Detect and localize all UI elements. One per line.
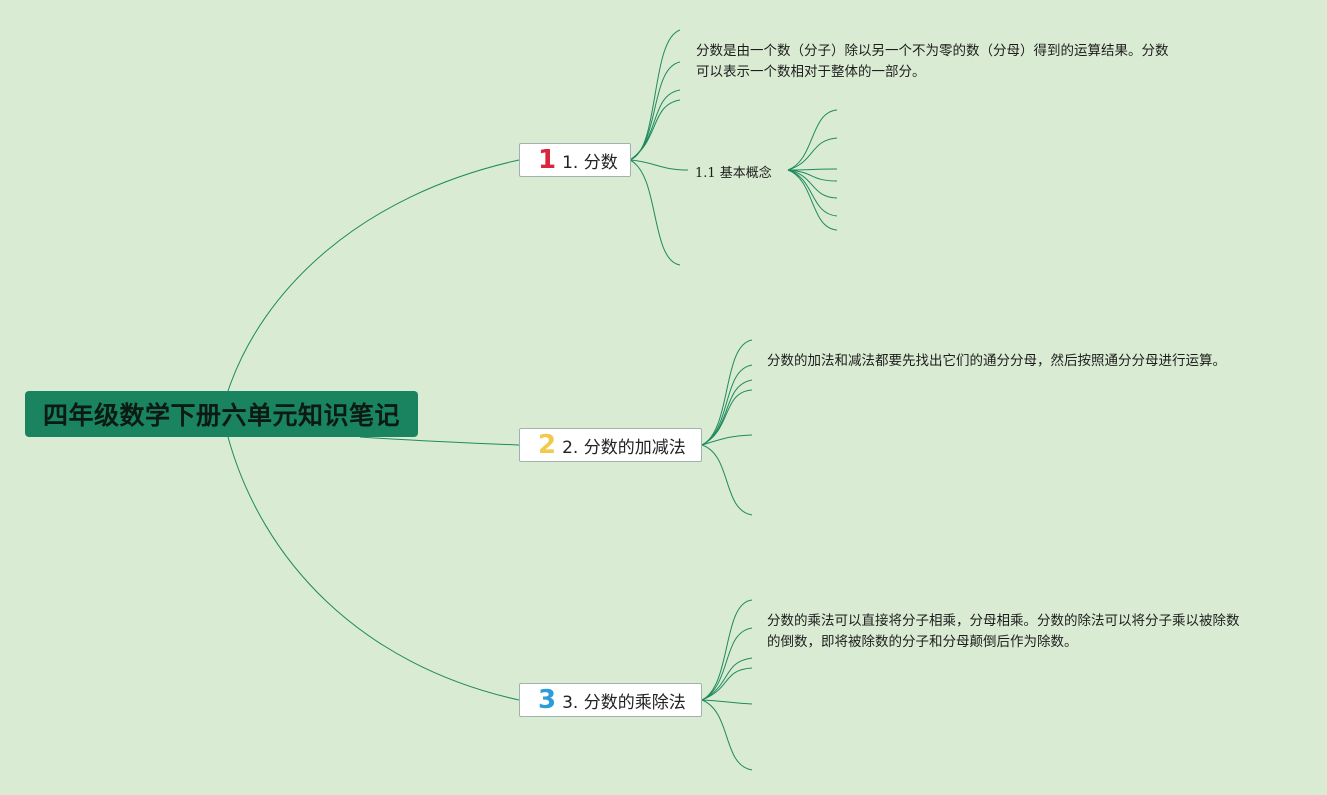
connector-topic1-branch: [629, 99, 681, 161]
connector-topic1-subtopic: [629, 159, 689, 171]
number-badge-3-icon: 3: [538, 685, 557, 715]
note-line: 可以表示一个数相对于整体的一部分。: [696, 64, 926, 80]
root-topic[interactable]: 四年级数学下册六单元知识笔记: [25, 391, 418, 437]
number-badge-1-icon: 1: [538, 145, 557, 175]
connector-subtopic-branch: [787, 109, 838, 171]
connector-topic3-branch: [701, 627, 753, 701]
note-line: 分数的加法和减法都要先找出它们的通分分母，然后按照通分分母进行运算。: [767, 353, 1226, 369]
connector-root-topic1: [227, 159, 520, 392]
connector-topic3-branch: [701, 657, 753, 701]
connector-subtopic-branch: [787, 169, 838, 182]
connector-topic3-branch: [701, 599, 753, 701]
note-line: 分数的乘法可以直接将分子相乘，分母相乘。分数的除法可以将分子乘以被除数: [767, 613, 1240, 629]
topic-fraction-add-subtract[interactable]: 2 2. 分数的加减法: [519, 428, 702, 462]
topic-label: 2. 分数的加减法: [562, 437, 686, 458]
connector-topic2-branch: [701, 364, 753, 446]
subtopic-basic-concepts[interactable]: 1.1 基本概念: [695, 166, 772, 181]
connector-root-topic3: [227, 436, 520, 701]
number-badge-2-icon: 2: [538, 430, 557, 460]
connector-topic1-branch: [629, 29, 681, 161]
root-title: 四年级数学下册六单元知识笔记: [42, 401, 400, 430]
topic-multiply-divide-note: 分数的乘法可以直接将分子相乘，分母相乘。分数的除法可以将分子乘以被除数 的倒数，…: [767, 611, 1240, 653]
connector-topic2-branch: [701, 389, 753, 446]
note-line: 分数是由一个数（分子）除以另一个不为零的数（分母）得到的运算结果。分数: [696, 43, 1169, 59]
connector-subtopic-branch: [787, 169, 838, 217]
connector-subtopic-branch: [787, 169, 838, 199]
connector-topic2-branch: [701, 434, 753, 446]
connector-topic3-branch: [701, 699, 753, 771]
connector-topic2-branch: [701, 339, 753, 446]
connector-topic1-branch: [629, 61, 681, 161]
topic-fraction-multiply-divide[interactable]: 3 3. 分数的乘除法: [519, 683, 702, 717]
connector-topic2-branch: [701, 444, 753, 516]
connector-topic3-branch: [701, 667, 753, 701]
connector-subtopic-branch: [787, 169, 838, 231]
topic-fractions-note: 分数是由一个数（分子）除以另一个不为零的数（分母）得到的运算结果。分数 可以表示…: [696, 41, 1169, 83]
connector-root-topic2: [359, 436, 520, 446]
topic-label: 3. 分数的乘除法: [562, 692, 686, 713]
topic-fractions[interactable]: 1 1. 分数: [519, 143, 631, 177]
topic-add-subtract-note: 分数的加法和减法都要先找出它们的通分分母，然后按照通分分母进行运算。: [767, 351, 1226, 372]
connector-topic3-branch: [701, 699, 753, 705]
topic-label: 1. 分数: [562, 152, 618, 173]
note-line: 的倒数，即将被除数的分子和分母颠倒后作为除数。: [767, 634, 1078, 650]
connector-topic1-branch: [629, 159, 681, 266]
connector-subtopic-branch: [787, 168, 838, 171]
connector-subtopic-branch: [787, 137, 838, 171]
